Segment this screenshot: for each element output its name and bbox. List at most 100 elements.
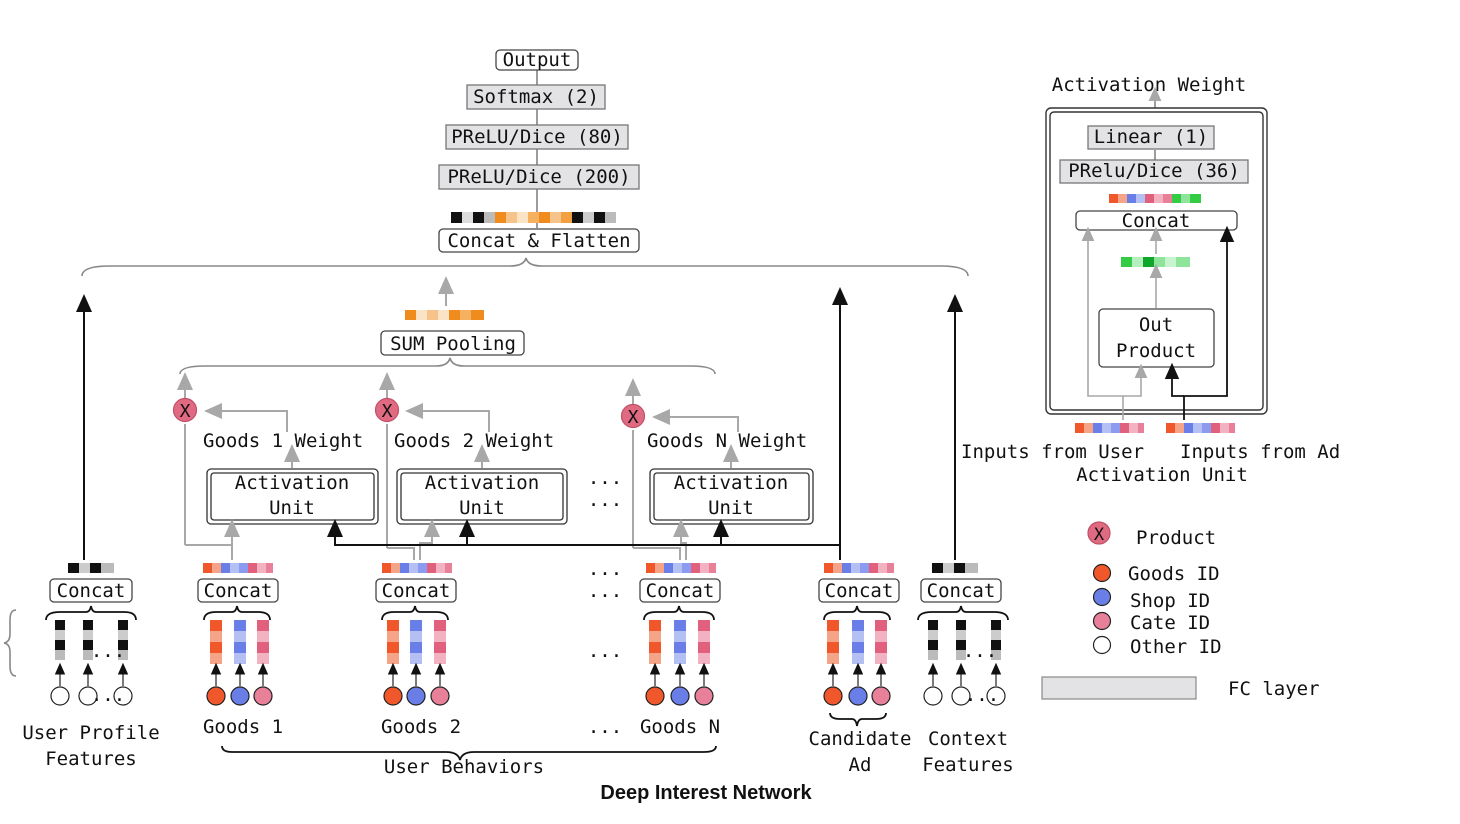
context-concat-box xyxy=(920,578,1002,603)
user-profile-id-node-2 xyxy=(78,686,98,706)
goods-1-shop-id-node xyxy=(230,686,250,706)
goods-1-concat-box xyxy=(197,578,279,603)
activation-unit-1-line2: Unit xyxy=(269,497,315,519)
activation-unit-2-line2: Unit xyxy=(459,497,505,519)
goods-2-concat-strip xyxy=(382,563,452,573)
linear-layer xyxy=(1087,125,1215,150)
output-label: Output xyxy=(503,49,572,71)
goods-n-goods-id-node xyxy=(645,686,665,706)
context-label-2: Features xyxy=(922,754,1014,776)
activation-unit-n-line2: Unit xyxy=(708,497,754,519)
context-concat-strip xyxy=(932,563,978,573)
goods-2-goods-id-node xyxy=(383,686,403,706)
ellipsis-goods: ... xyxy=(588,716,622,738)
candidate-ad-concat-strip xyxy=(824,563,894,573)
candidate-ad-concat-label: Concat xyxy=(825,580,894,602)
activation-unit-1: Activation Unit xyxy=(206,468,379,525)
goods-1-goods-id-node xyxy=(206,686,226,706)
concat-flatten-box xyxy=(438,228,640,253)
inputs-from-ad-label: Inputs from Ad xyxy=(1180,441,1340,463)
user-profile-embedding-columns xyxy=(55,620,128,660)
legend-cate-id-label: Cate ID xyxy=(1130,612,1210,634)
candidate-ad-goods-embedding xyxy=(827,620,839,664)
goods-1-concat-strip xyxy=(203,563,273,573)
softmax-label: Softmax (2) xyxy=(473,86,599,108)
candidate-ad-cate-embedding xyxy=(875,620,887,664)
diagram-title: Deep Interest Network xyxy=(600,782,812,804)
ellipsis-columns: ... xyxy=(588,640,622,662)
goods-2-cate-embedding xyxy=(434,620,446,664)
goods-2-cate-id-node xyxy=(430,686,450,706)
product-symbol-n: X xyxy=(628,407,639,428)
user-behaviors-label: User Behaviors xyxy=(384,756,544,778)
candidate-ad-concat-box xyxy=(818,578,900,603)
goods-n-concat-strip xyxy=(646,563,716,573)
goods-n-concat-box xyxy=(639,578,721,603)
sum-pooling-box xyxy=(380,330,525,356)
context-embedding-columns xyxy=(928,620,1001,660)
goods-1-concat-label: Concat xyxy=(204,580,273,602)
goods-1-cate-embedding xyxy=(257,620,269,664)
product-symbol-1: X xyxy=(180,401,191,422)
activation-unit-caption: Activation Unit xyxy=(1076,464,1248,486)
goods-n-label: Goods N xyxy=(640,716,720,738)
legend-cate-id-icon xyxy=(1092,611,1112,631)
candidate-ad-cate-id-node xyxy=(871,686,891,706)
ellipsis-strip: ... xyxy=(588,558,622,580)
candidate-ad-shop-id-node xyxy=(848,686,868,706)
panel-user-input-strip xyxy=(1075,423,1144,433)
user-profile-label-2: Features xyxy=(45,748,137,770)
goods-2-shop-id-node xyxy=(406,686,426,706)
out-product-label-2: Product xyxy=(1116,340,1196,362)
activation-unit-2: Activation Unit xyxy=(396,468,568,525)
user-profile-concat-strip xyxy=(68,563,114,573)
panel-concat-label: Concat xyxy=(1122,210,1191,232)
softmax-layer xyxy=(466,84,606,110)
product-op-2 xyxy=(374,397,400,423)
legend-goods-id-icon xyxy=(1092,563,1112,583)
legend-goods-id-label: Goods ID xyxy=(1128,563,1220,585)
product-op-1 xyxy=(172,397,198,423)
legend-other-id-icon xyxy=(1092,635,1112,655)
goods-1-shop-embedding xyxy=(234,620,246,664)
user-profile-label-1: User Profile xyxy=(22,722,159,744)
goods-1-cate-id-node xyxy=(253,686,273,706)
activation-unit-1-line1: Activation xyxy=(235,472,349,494)
out-product-strip xyxy=(1121,257,1190,267)
prelu80-layer xyxy=(445,124,629,150)
goods-1-weight-label: Goods 1 Weight xyxy=(203,430,363,452)
goods-2-goods-embedding xyxy=(387,620,399,664)
flatten-embedding-strip xyxy=(451,212,616,223)
ellipsis-activation-2: ... xyxy=(588,489,622,511)
legend-shop-id-label: Shop ID xyxy=(1130,590,1210,612)
goods-n-shop-embedding xyxy=(674,620,686,664)
goods-1-label: Goods 1 xyxy=(203,716,283,738)
ellipsis-activation-1: ... xyxy=(588,467,622,489)
prelu200-layer xyxy=(438,164,640,190)
out-product-label-1: Out xyxy=(1139,314,1173,336)
prelu80-label: PReLU/Dice (80) xyxy=(451,126,623,148)
legend-other-id-label: Other ID xyxy=(1130,636,1222,658)
candidate-ad-goods-id-node xyxy=(823,686,843,706)
user-profile-concat-box xyxy=(49,578,133,603)
goods-2-label: Goods 2 xyxy=(381,716,461,738)
prelu36-label: PRelu/Dice (36) xyxy=(1068,160,1240,182)
inputs-from-user-label: Inputs from User xyxy=(961,441,1144,463)
context-id-node-3 xyxy=(986,686,1006,706)
out-product-box xyxy=(1098,308,1215,368)
goods-2-concat-label: Concat xyxy=(382,580,451,602)
sum-pooling-label: SUM Pooling xyxy=(390,333,516,355)
legend-product-symbol: X xyxy=(1094,525,1105,545)
context-concat-label: Concat xyxy=(927,580,996,602)
panel-ad-input-strip xyxy=(1166,423,1235,433)
linear-label: Linear (1) xyxy=(1094,126,1208,148)
panel-concat-strip xyxy=(1109,194,1201,203)
prelu36-layer xyxy=(1059,159,1249,184)
top-brace xyxy=(81,257,969,277)
pooled-embedding-strip xyxy=(405,310,484,320)
legend-product-icon xyxy=(1087,521,1111,545)
goods-n-goods-embedding xyxy=(649,620,661,664)
ellipsis-context: ... xyxy=(963,640,997,662)
ellipsis-concat: ... xyxy=(588,580,622,602)
